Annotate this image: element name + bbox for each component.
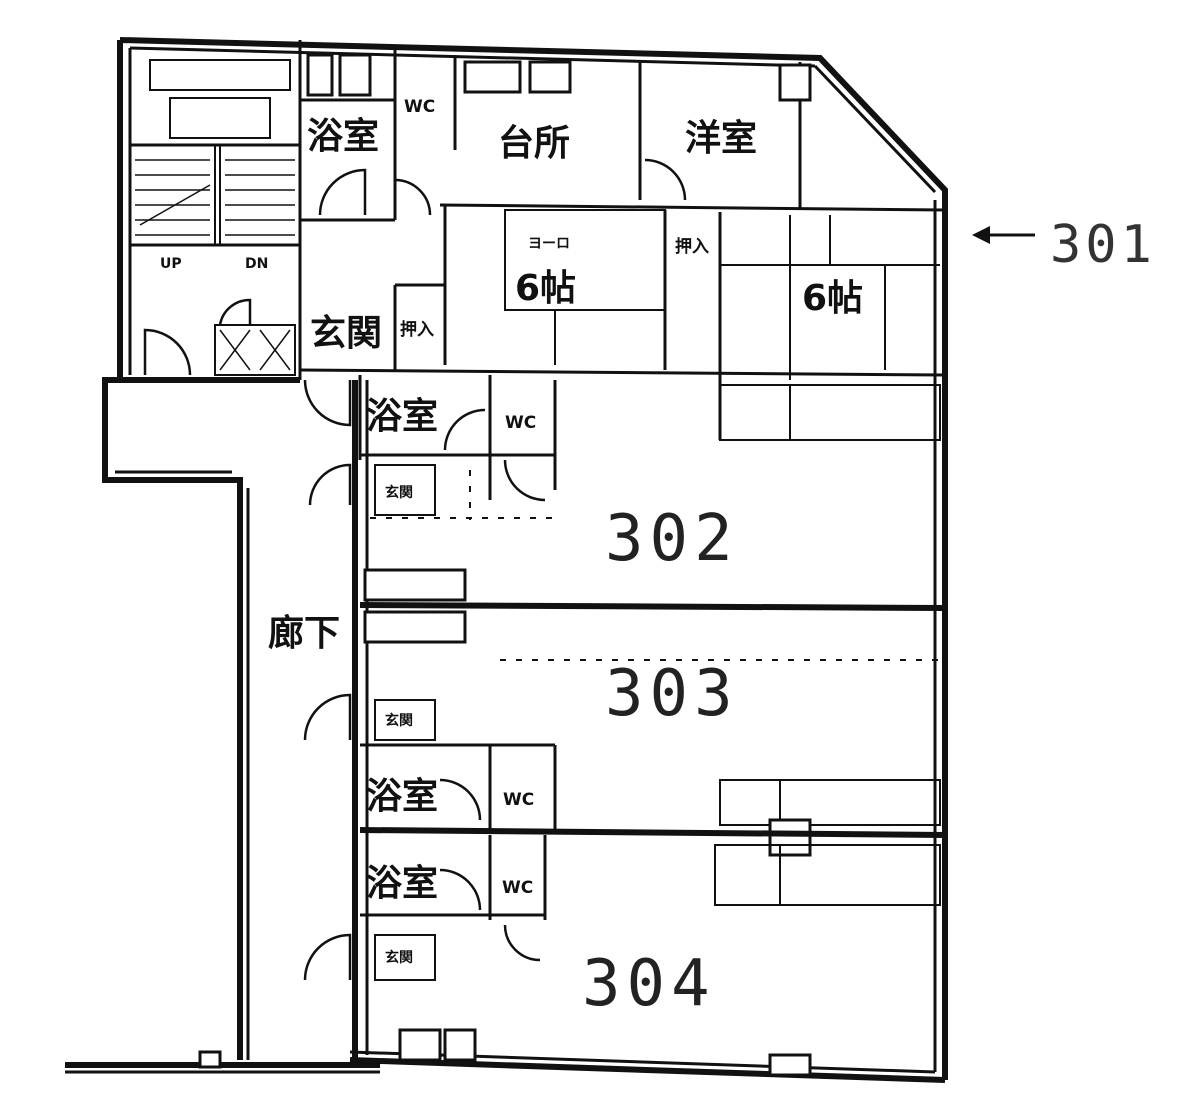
bath-top-label: 浴室 xyxy=(307,116,379,157)
wc-303-label: WC xyxy=(503,790,534,810)
closet-entrance-label: 押入 xyxy=(400,319,434,340)
outer-walls xyxy=(65,37,948,1083)
wc-302-label: WC xyxy=(505,413,536,433)
bath-304-label: 浴室 xyxy=(366,863,438,904)
bath-303-label: 浴室 xyxy=(366,776,438,817)
bath-302-label: 浴室 xyxy=(366,396,438,437)
cupboard-label: ヨーロ xyxy=(528,236,570,252)
entrance-304-label: 玄関 xyxy=(385,949,413,966)
entrance-301-label: 玄関 xyxy=(310,313,382,354)
unit-301-label: 301 xyxy=(1050,215,1156,275)
unit-304-label: 304 xyxy=(582,947,716,1021)
unit-303-walls xyxy=(303,659,946,857)
unit-301-walls xyxy=(299,50,946,440)
unit-302-label: 302 xyxy=(605,502,739,576)
western-room-label: 洋室 xyxy=(685,118,757,159)
wc-304-label: WC xyxy=(502,878,533,898)
unit-303-label: 303 xyxy=(605,657,739,731)
kitchen-label: 台所 xyxy=(498,123,570,164)
closet-top-label: 押入 xyxy=(675,236,709,257)
corridor-label: 廊下 xyxy=(268,613,340,654)
stair-down-label: DN xyxy=(245,256,268,272)
tatami-6-right-label: 6帖 xyxy=(802,278,863,319)
stairwell xyxy=(120,40,302,383)
tatami-6-left-label: 6帖 xyxy=(515,268,576,309)
entrance-303-label: 玄関 xyxy=(385,712,413,729)
left-arrow-icon xyxy=(972,226,1035,244)
entrance-302-label: 玄関 xyxy=(385,484,413,501)
stair-up-label: UP xyxy=(160,256,182,272)
unit-304-walls xyxy=(198,835,941,1077)
unit-302-walls xyxy=(308,375,946,644)
wc-top-label: WC xyxy=(404,97,435,117)
